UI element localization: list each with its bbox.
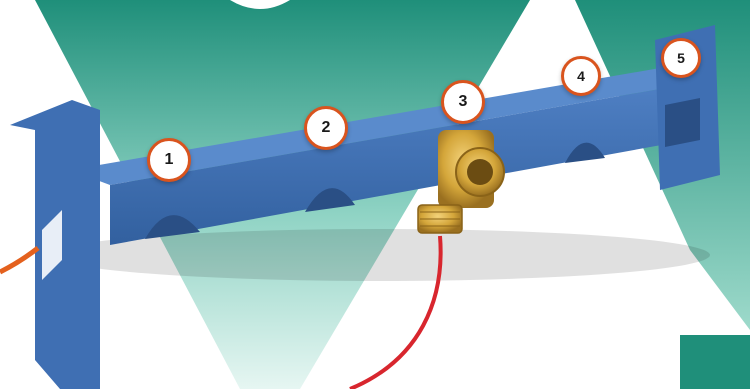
callout-marker-2[interactable]: 2 — [304, 106, 348, 150]
callout-label: 5 — [677, 50, 685, 66]
right-bracket-cutout — [665, 98, 700, 147]
callout-marker-3[interactable]: 3 — [441, 80, 485, 124]
orange-pipe — [0, 248, 38, 272]
callout-label: 1 — [165, 151, 174, 169]
callout-marker-4[interactable]: 4 — [561, 56, 601, 96]
callout-label: 3 — [459, 93, 468, 111]
callout-label: 4 — [577, 68, 585, 84]
teal-corner-block — [680, 335, 750, 389]
callout-marker-5[interactable]: 5 — [661, 38, 701, 78]
callout-label: 2 — [322, 119, 331, 137]
callout-marker-1[interactable]: 1 — [147, 138, 191, 182]
